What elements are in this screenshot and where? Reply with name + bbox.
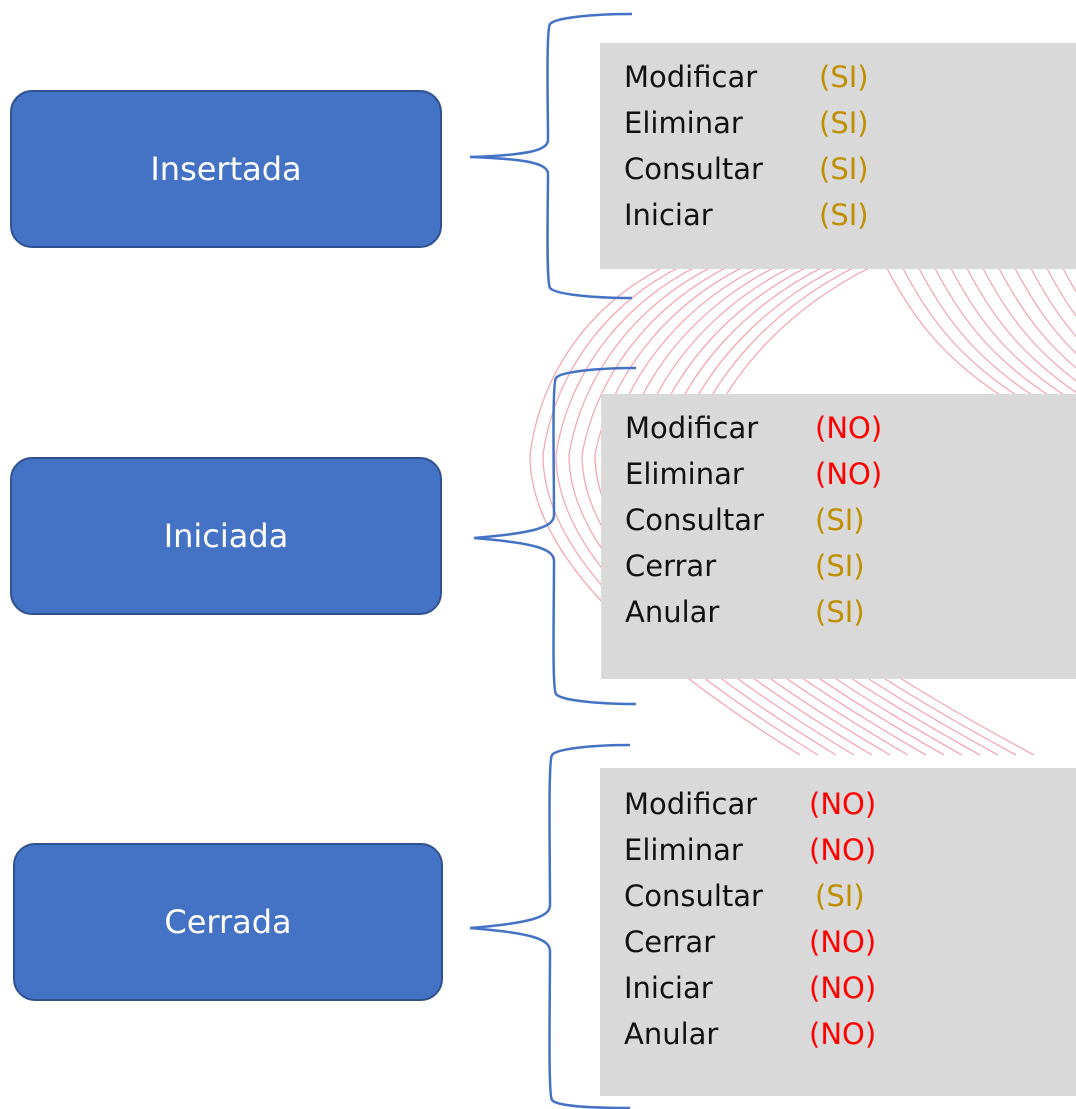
permission-value: (SI) xyxy=(815,879,865,913)
operation-name: Anular xyxy=(625,595,720,629)
decorative-arc xyxy=(879,254,1001,396)
permission-value: (NO) xyxy=(809,787,877,821)
decorative-arc xyxy=(895,254,1017,396)
operation-name: Consultar xyxy=(624,879,763,913)
bracket-cerrada xyxy=(469,743,631,1109)
decorative-arc xyxy=(991,254,1076,369)
operation-name: Iniciar xyxy=(624,971,713,1005)
operation-name: Iniciar xyxy=(624,198,713,232)
decorative-arc xyxy=(975,254,1076,382)
operation-name: Consultar xyxy=(624,152,763,186)
operation-row: Consultar (SI) xyxy=(625,506,1076,552)
operation-name: Cerrar xyxy=(625,549,717,583)
operation-row: Modificar (SI) xyxy=(624,63,1076,109)
operation-row: Eliminar (NO) xyxy=(624,836,1076,882)
brackets-group xyxy=(469,12,637,1109)
state-label: Insertada xyxy=(150,150,302,188)
operations-panel-iniciada: Modificar (NO) Eliminar (NO) Consultar (… xyxy=(601,394,1076,679)
operation-name: Modificar xyxy=(624,60,758,94)
permission-value: (NO) xyxy=(809,833,877,867)
operation-row: Modificar (NO) xyxy=(624,790,1076,836)
operation-name: Eliminar xyxy=(624,833,743,867)
permission-value: (SI) xyxy=(819,152,869,186)
permission-value: (SI) xyxy=(819,60,869,94)
operation-row: Anular (SI) xyxy=(625,598,1076,644)
operation-row: Eliminar (NO) xyxy=(625,460,1076,506)
operation-row: Consultar (SI) xyxy=(624,882,1076,928)
state-box-iniciada: Iniciada xyxy=(10,457,442,615)
operation-name: Anular xyxy=(624,1017,719,1051)
operations-panel-insertada: Modificar (SI) Eliminar (SI) Consultar (… xyxy=(600,43,1076,269)
decorative-arc xyxy=(927,254,1049,396)
permission-value: (NO) xyxy=(815,411,883,445)
state-box-cerrada: Cerrada xyxy=(13,843,443,1001)
permission-value: (NO) xyxy=(815,457,883,491)
operation-row: Eliminar (SI) xyxy=(624,109,1076,155)
permission-value: (NO) xyxy=(809,1017,877,1051)
operation-name: Consultar xyxy=(625,503,764,537)
permission-value: (NO) xyxy=(809,925,877,959)
operation-row: Consultar (SI) xyxy=(624,155,1076,201)
bracket-iniciada xyxy=(473,366,637,706)
operation-name: Cerrar xyxy=(624,925,716,959)
operation-row: Cerrar (SI) xyxy=(625,552,1076,598)
operation-row: Cerrar (NO) xyxy=(624,928,1076,974)
decorative-arc xyxy=(911,254,1033,396)
decorative-arc xyxy=(1055,254,1076,293)
operation-row: Modificar (NO) xyxy=(625,414,1076,460)
permission-value: (SI) xyxy=(819,106,869,140)
permission-value: (SI) xyxy=(815,503,865,537)
operation-name: Modificar xyxy=(625,411,759,445)
state-label: Iniciada xyxy=(163,517,289,555)
state-box-insertada: Insertada xyxy=(10,90,442,248)
bracket-insertada xyxy=(469,12,633,300)
operation-row: Iniciar (SI) xyxy=(624,201,1076,247)
decorative-arc xyxy=(1023,254,1076,338)
decorative-arc xyxy=(1007,254,1076,355)
permission-value: (NO) xyxy=(809,971,877,1005)
decorative-arc xyxy=(943,254,1065,396)
permission-value: (SI) xyxy=(819,198,869,232)
permission-value: (SI) xyxy=(815,595,865,629)
decorative-arc xyxy=(959,254,1076,394)
operation-row: Anular (NO) xyxy=(624,1020,1076,1066)
operation-name: Eliminar xyxy=(625,457,744,491)
operation-name: Eliminar xyxy=(624,106,743,140)
operation-row: Iniciar (NO) xyxy=(624,974,1076,1020)
state-label: Cerrada xyxy=(164,903,292,941)
permission-value: (SI) xyxy=(815,549,865,583)
operation-name: Modificar xyxy=(624,787,758,821)
operations-panel-cerrada: Modificar (NO) Eliminar (NO) Consultar (… xyxy=(600,768,1076,1096)
decorative-arc xyxy=(1039,254,1076,318)
